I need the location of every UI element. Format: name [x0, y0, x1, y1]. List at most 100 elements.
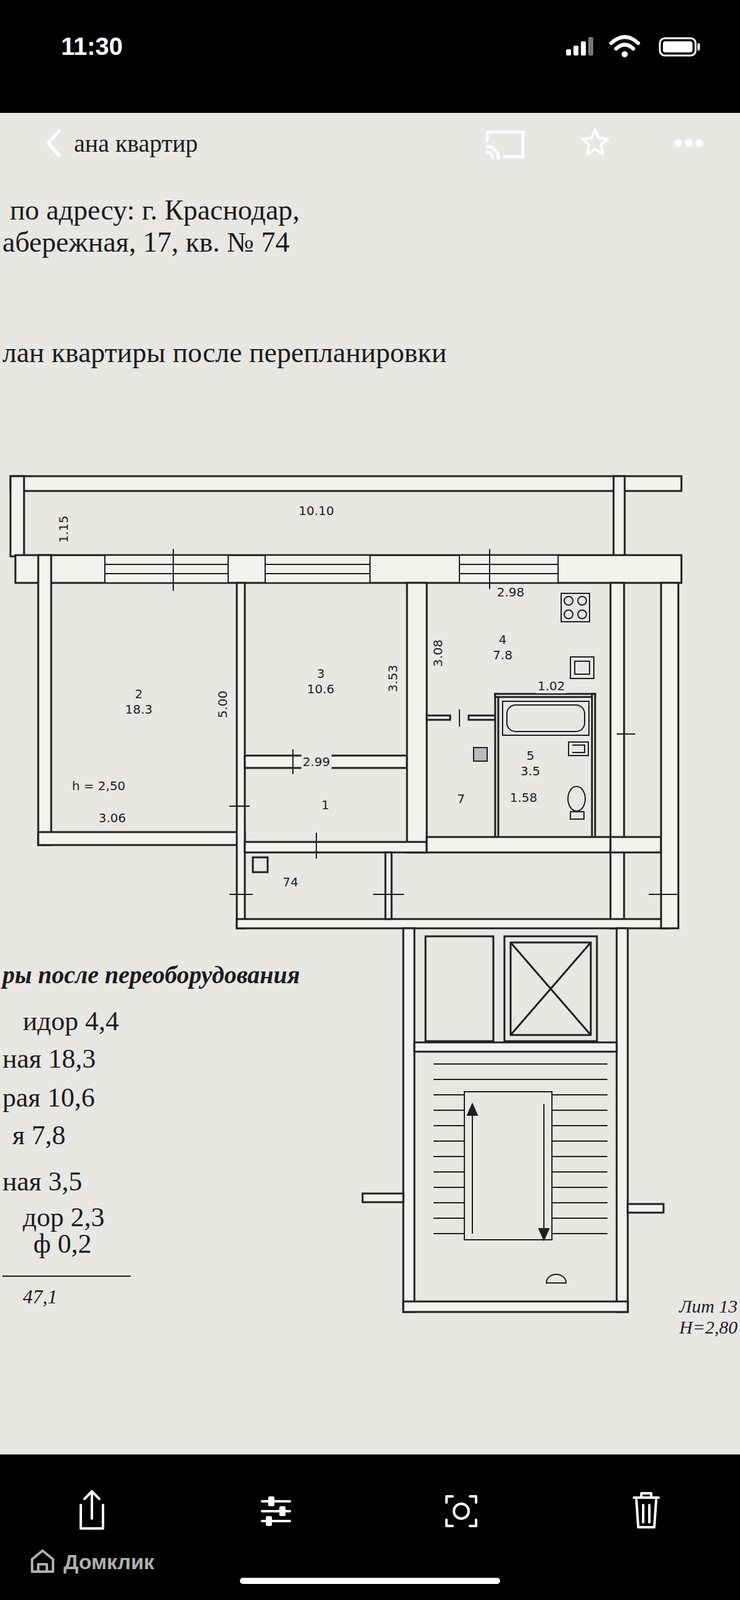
status-icons — [621, 51, 628, 58]
viewer-toolbar-icons — [90, 1491, 94, 1519]
dimension-label: 3.53 — [385, 663, 401, 694]
stair-block — [510, 942, 591, 1035]
watermark-logo — [38, 1563, 47, 1572]
room-area-row: ная 3,5 — [2, 1165, 83, 1197]
door-ticks — [292, 749, 294, 774]
walls — [15, 555, 682, 583]
room-area-row: дор 2,3 — [22, 1201, 105, 1233]
kitchen-fixtures — [577, 609, 587, 619]
watermark-logo — [32, 1550, 54, 1572]
kitchen-fixtures — [574, 661, 590, 675]
viewer-toolbar-icons — [239, 1577, 501, 1584]
viewer-toolbar-icons — [633, 1496, 659, 1499]
viewer-toolbar-icons — [84, 1491, 100, 1499]
windows — [459, 563, 559, 565]
room-area-row: ф 0,2 — [33, 1227, 92, 1260]
dimension-label: 1.02 — [536, 678, 567, 694]
viewer-toolbar-icons — [280, 1507, 285, 1515]
door-ticks — [489, 548, 491, 589]
bathroom-fixtures — [567, 786, 586, 811]
walls — [426, 836, 611, 853]
room-number: 74 — [282, 874, 298, 890]
walls — [38, 831, 245, 845]
walls — [495, 693, 499, 839]
walls — [661, 582, 679, 929]
viewer-nav-icons — [686, 140, 692, 146]
room-number: 2 — [135, 686, 144, 702]
viewer-toolbar-icons — [80, 1491, 659, 1584]
walls — [10, 476, 682, 929]
viewer-toolbar-icons — [262, 1509, 290, 1513]
kitchen-fixtures — [561, 593, 590, 622]
viewer-toolbar-icons — [453, 1503, 469, 1519]
status-icons — [697, 43, 700, 51]
door-ticks — [315, 832, 317, 859]
room-number: 1 — [321, 797, 330, 813]
photo-ground — [0, 112, 740, 1455]
kitchen-fixtures — [561, 593, 594, 679]
dimension-label: 1.58 — [508, 789, 539, 805]
dimension-label: 3.08 — [430, 638, 446, 669]
bathroom-fixtures — [570, 811, 584, 819]
stair-block — [425, 936, 494, 1041]
windows — [265, 563, 370, 565]
windows — [459, 572, 559, 575]
room-area: 53.5 — [502, 740, 559, 787]
viewer-toolbar-icons — [469, 1519, 477, 1526]
door-ticks — [648, 893, 678, 895]
dimension-label: 2.99 — [301, 754, 332, 769]
room-number: 5 — [526, 748, 535, 764]
viewer-toolbar-icons — [636, 1499, 657, 1527]
room-area-value: 3.5 — [520, 763, 541, 779]
dimension-label: 2.98 — [495, 584, 527, 600]
room-area: 7 — [428, 764, 494, 833]
room-number: 3 — [316, 666, 325, 682]
stair-flights — [467, 1103, 478, 1115]
dimension-label: 5.00 — [215, 689, 231, 720]
walls — [610, 582, 625, 929]
photo-ground — [0, 0, 740, 113]
bathroom-fixtures — [572, 744, 585, 753]
viewer-toolbar-icons — [269, 1497, 274, 1505]
stair-flights — [538, 1228, 549, 1240]
walls — [592, 693, 596, 839]
room-area: 74 — [271, 863, 310, 901]
viewer-nav-icons — [487, 152, 493, 158]
viewer-nav-icons — [675, 140, 681, 146]
walls — [252, 857, 268, 872]
building-note: Н=2,80 — [679, 1316, 738, 1338]
kitchen-fixtures — [564, 609, 573, 619]
viewer-toolbar-icons — [469, 1496, 477, 1503]
door-ticks — [229, 893, 253, 895]
room-area-row: ная 18,3 — [2, 1042, 96, 1075]
door-ticks — [373, 893, 404, 895]
walls — [38, 555, 52, 845]
room-area: 47.8 — [468, 616, 537, 679]
viewer-toolbar-icons — [641, 1504, 645, 1522]
status-icons — [566, 49, 572, 56]
walls — [495, 693, 596, 697]
status-icons — [588, 37, 594, 56]
walls — [10, 476, 25, 557]
walls — [426, 715, 451, 720]
stair-block — [403, 928, 415, 1312]
room-area: 310.6 — [259, 635, 383, 728]
dimension-label: 3.06 — [97, 810, 128, 826]
stair-flights — [464, 1091, 552, 1240]
windows — [265, 555, 370, 583]
bathroom-fixtures — [506, 704, 585, 732]
door-ticks — [229, 805, 250, 807]
room-area-value: 7.8 — [492, 647, 513, 663]
total-area: 47,1 — [22, 1285, 58, 1308]
viewer-nav-icons — [582, 129, 609, 155]
walls — [468, 715, 496, 720]
windows — [104, 572, 229, 575]
stair-flights — [433, 1078, 608, 1080]
kitchen-fixtures — [570, 656, 594, 679]
header-text: абережная, 17, кв. № 74 — [2, 225, 290, 259]
status-icons — [659, 38, 696, 56]
viewer-toolbar-icons — [262, 1499, 290, 1503]
stair-block — [504, 936, 597, 1041]
room-area-row: рая 10,6 — [2, 1081, 95, 1114]
status-icons — [662, 41, 693, 53]
